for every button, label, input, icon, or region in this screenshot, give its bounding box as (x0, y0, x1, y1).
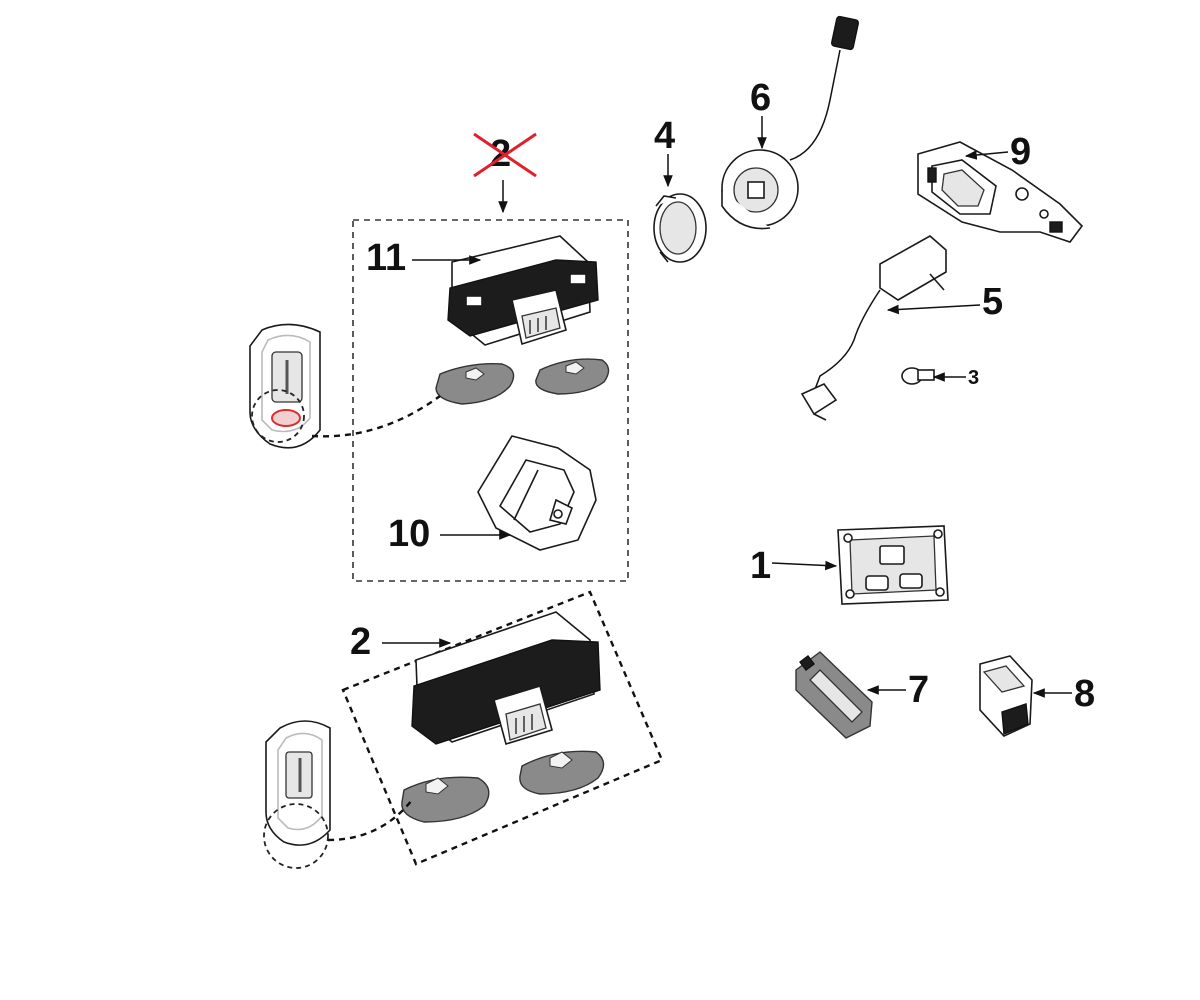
callout-6: 6 (750, 77, 771, 119)
leader-1 (771, 560, 838, 571)
part-6-ignition-antenna (721, 15, 860, 230)
callout-2-obsolete: 2 (490, 133, 511, 175)
part-3-screw (901, 367, 935, 385)
obsolete-cross-icon (473, 132, 537, 178)
key-fob-right-obsolete (535, 358, 610, 395)
part-10-bracket (477, 435, 597, 551)
kit-obsolete-group: 2 11 (249, 132, 629, 582)
kit-current-group: 2 (263, 590, 664, 869)
callout-11: 11 (366, 237, 406, 279)
part-4-ring (653, 193, 707, 263)
callout-7: 7 (908, 669, 929, 711)
part-11-control-unit (447, 235, 599, 346)
callout-1: 1 (750, 545, 771, 587)
callout-3: 3 (968, 367, 979, 389)
kit-current-dashed-box (341, 590, 664, 866)
callout-10: 10 (388, 513, 430, 555)
key-fob-left (401, 776, 490, 823)
kit-obsolete-dashed-box (352, 219, 629, 582)
remote-fob-obsolete (249, 323, 441, 449)
leader-5 (886, 304, 981, 315)
fob-red-button-icon (271, 409, 301, 427)
part-5-sensor-harness (800, 235, 947, 421)
part-1-holder-plate (837, 525, 949, 605)
callout-8: 8 (1074, 673, 1095, 715)
part-7-module (795, 651, 873, 739)
leader-9 (964, 150, 1009, 160)
part-9-mounting-plate (917, 141, 1084, 243)
callout-4: 4 (654, 115, 675, 157)
part-2-control-unit (411, 611, 601, 746)
key-fob-right (519, 750, 605, 795)
callout-5: 5 (982, 281, 1003, 323)
remote-fob (263, 720, 413, 869)
part-8-connector (979, 655, 1033, 737)
callout-9: 9 (1010, 131, 1031, 173)
key-fob-left-obsolete (435, 363, 515, 405)
callout-2: 2 (350, 621, 371, 663)
